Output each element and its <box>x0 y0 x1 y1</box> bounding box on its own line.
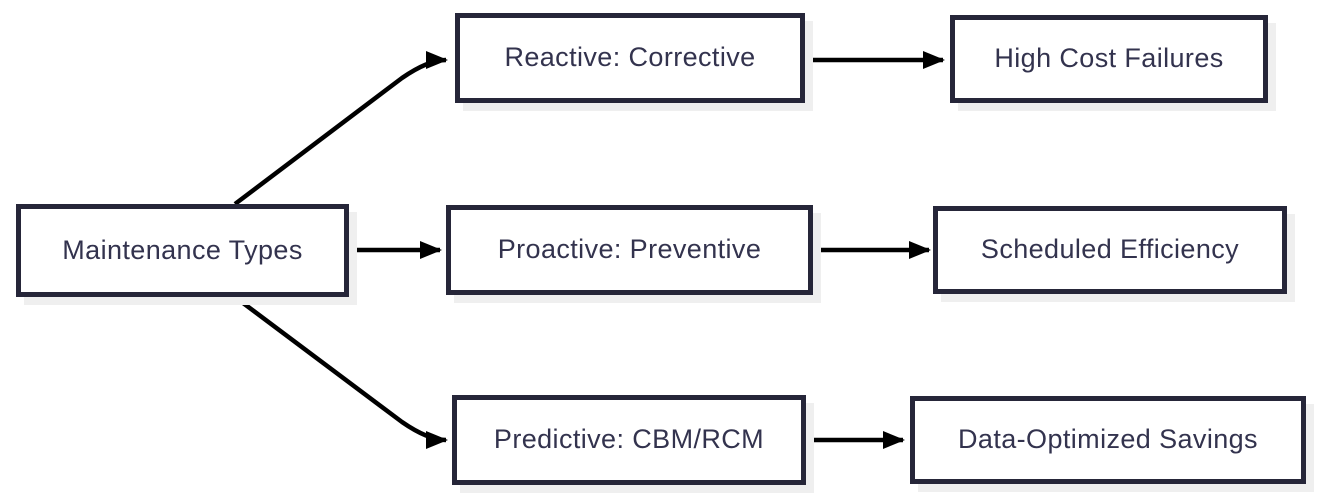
node-data-optimized-savings: Data-Optimized Savings <box>910 396 1306 484</box>
node-label: High Cost Failures <box>994 43 1224 74</box>
node-label: Predictive: CBM/RCM <box>493 424 765 455</box>
node-predictive-cbm-rcm: Predictive: CBM/RCM <box>452 395 806 485</box>
node-label: Data-Optimized Savings <box>958 424 1258 455</box>
node-scheduled-efficiency: Scheduled Efficiency <box>933 206 1287 294</box>
arrow-root-to-reactive <box>233 51 448 206</box>
node-label: Scheduled Efficiency <box>980 234 1240 265</box>
node-high-cost-failures: High Cost Failures <box>950 15 1268 103</box>
node-label: Maintenance Types <box>62 234 303 265</box>
node-reactive-corrective: Reactive: Corrective <box>455 13 805 103</box>
node-maintenance-types: Maintenance Types <box>16 204 349 297</box>
arrow-root-to-predictive <box>233 295 448 449</box>
node-label: Proactive: Preventive <box>497 234 762 265</box>
node-label: Reactive: Corrective <box>504 42 756 73</box>
node-proactive-preventive: Proactive: Preventive <box>446 205 813 295</box>
